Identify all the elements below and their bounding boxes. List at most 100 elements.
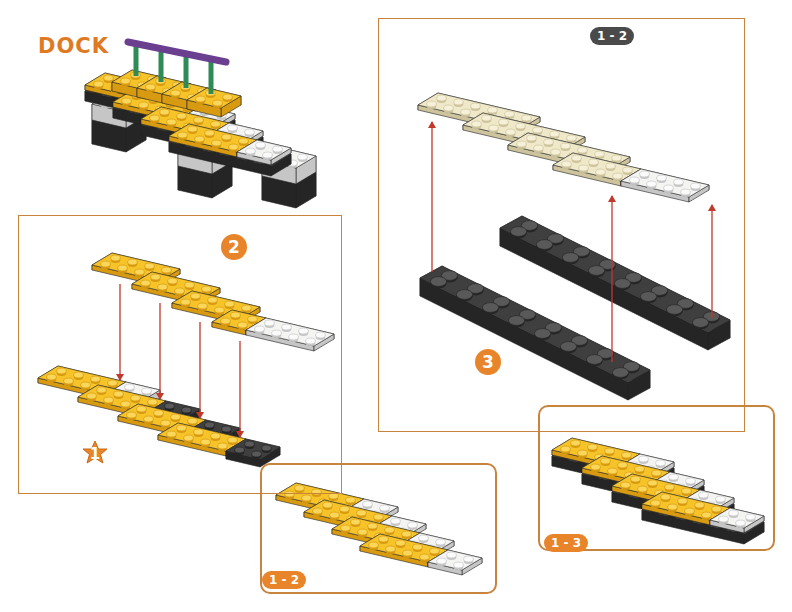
stud bbox=[148, 399, 158, 405]
stud bbox=[368, 523, 378, 529]
brick-top bbox=[226, 439, 280, 459]
brick-side bbox=[442, 266, 650, 388]
stud bbox=[299, 328, 309, 334]
stud bbox=[562, 253, 578, 263]
stud bbox=[191, 293, 201, 299]
stud bbox=[436, 539, 446, 545]
stud bbox=[579, 165, 589, 171]
brick-top bbox=[710, 508, 764, 528]
stud bbox=[198, 303, 208, 309]
stud bbox=[81, 382, 91, 388]
post bbox=[159, 50, 164, 82]
stud bbox=[194, 429, 204, 435]
stud bbox=[447, 552, 457, 558]
brick-top bbox=[642, 498, 764, 534]
assembly-arrow bbox=[119, 284, 120, 380]
stud bbox=[651, 500, 661, 506]
stud bbox=[181, 299, 191, 305]
stud bbox=[57, 368, 67, 374]
brick-top bbox=[237, 140, 291, 160]
stud bbox=[695, 502, 705, 508]
stud bbox=[456, 290, 472, 300]
stud bbox=[213, 100, 223, 106]
stud bbox=[562, 161, 572, 167]
stud bbox=[608, 468, 618, 474]
stud bbox=[145, 263, 155, 269]
stud bbox=[674, 179, 684, 185]
stud bbox=[510, 227, 526, 237]
stud bbox=[184, 435, 194, 441]
stud bbox=[285, 491, 295, 497]
stud bbox=[158, 284, 168, 290]
stud bbox=[380, 505, 390, 511]
stud-side bbox=[152, 275, 162, 281]
step-panel: 21 bbox=[18, 215, 342, 494]
brick-top bbox=[420, 266, 650, 382]
stud bbox=[114, 391, 124, 397]
stud bbox=[639, 456, 649, 462]
stud bbox=[298, 154, 308, 160]
stud bbox=[534, 145, 544, 151]
stud bbox=[668, 504, 678, 510]
step-range: 1 - 2 bbox=[590, 27, 634, 45]
stud bbox=[295, 485, 305, 491]
stud bbox=[150, 115, 160, 121]
stud bbox=[505, 111, 515, 117]
stud bbox=[640, 292, 656, 302]
step-panel: 1 - 23 bbox=[378, 18, 745, 432]
stud bbox=[97, 387, 107, 393]
stud bbox=[635, 466, 645, 472]
callout-number: 2 bbox=[221, 234, 247, 260]
stud bbox=[312, 489, 322, 495]
stud-side bbox=[195, 430, 205, 436]
stud bbox=[656, 460, 666, 466]
stud bbox=[208, 297, 218, 303]
stud bbox=[702, 512, 712, 518]
stud bbox=[454, 99, 464, 105]
stud bbox=[437, 558, 447, 564]
stud bbox=[302, 495, 312, 501]
stud bbox=[664, 185, 674, 191]
stud bbox=[154, 410, 164, 416]
stud bbox=[550, 131, 560, 137]
model-title: DOCK bbox=[38, 34, 109, 58]
stud-side bbox=[132, 396, 142, 402]
stud bbox=[618, 462, 628, 468]
stud bbox=[578, 450, 588, 456]
stud bbox=[665, 484, 675, 490]
brick-top bbox=[621, 169, 709, 197]
stud bbox=[374, 514, 384, 520]
stud bbox=[591, 464, 601, 470]
stud bbox=[242, 305, 252, 311]
stud bbox=[638, 486, 648, 492]
stud bbox=[245, 441, 255, 447]
stud bbox=[678, 498, 688, 504]
stud bbox=[222, 426, 232, 432]
stud bbox=[402, 531, 412, 537]
stud bbox=[121, 401, 131, 407]
stud bbox=[255, 326, 265, 332]
stud bbox=[101, 261, 111, 267]
stud bbox=[306, 338, 316, 344]
stud bbox=[212, 140, 222, 146]
stud bbox=[517, 141, 527, 147]
stud bbox=[560, 342, 576, 352]
stud bbox=[252, 451, 262, 457]
brick-side bbox=[420, 278, 628, 400]
stud bbox=[666, 305, 682, 315]
stud bbox=[622, 452, 632, 458]
stud bbox=[142, 388, 152, 394]
stud bbox=[168, 278, 178, 284]
stud bbox=[736, 520, 746, 526]
stud bbox=[265, 320, 275, 326]
stud bbox=[256, 142, 266, 148]
stud bbox=[729, 510, 739, 516]
stud bbox=[430, 277, 446, 287]
callout-number: 1 bbox=[90, 447, 100, 462]
step-range: 1 - 2 bbox=[262, 571, 306, 589]
stud bbox=[533, 127, 543, 133]
stud bbox=[614, 279, 630, 289]
stud bbox=[427, 101, 437, 107]
assembly-arrow bbox=[431, 122, 432, 272]
stud bbox=[137, 406, 147, 412]
